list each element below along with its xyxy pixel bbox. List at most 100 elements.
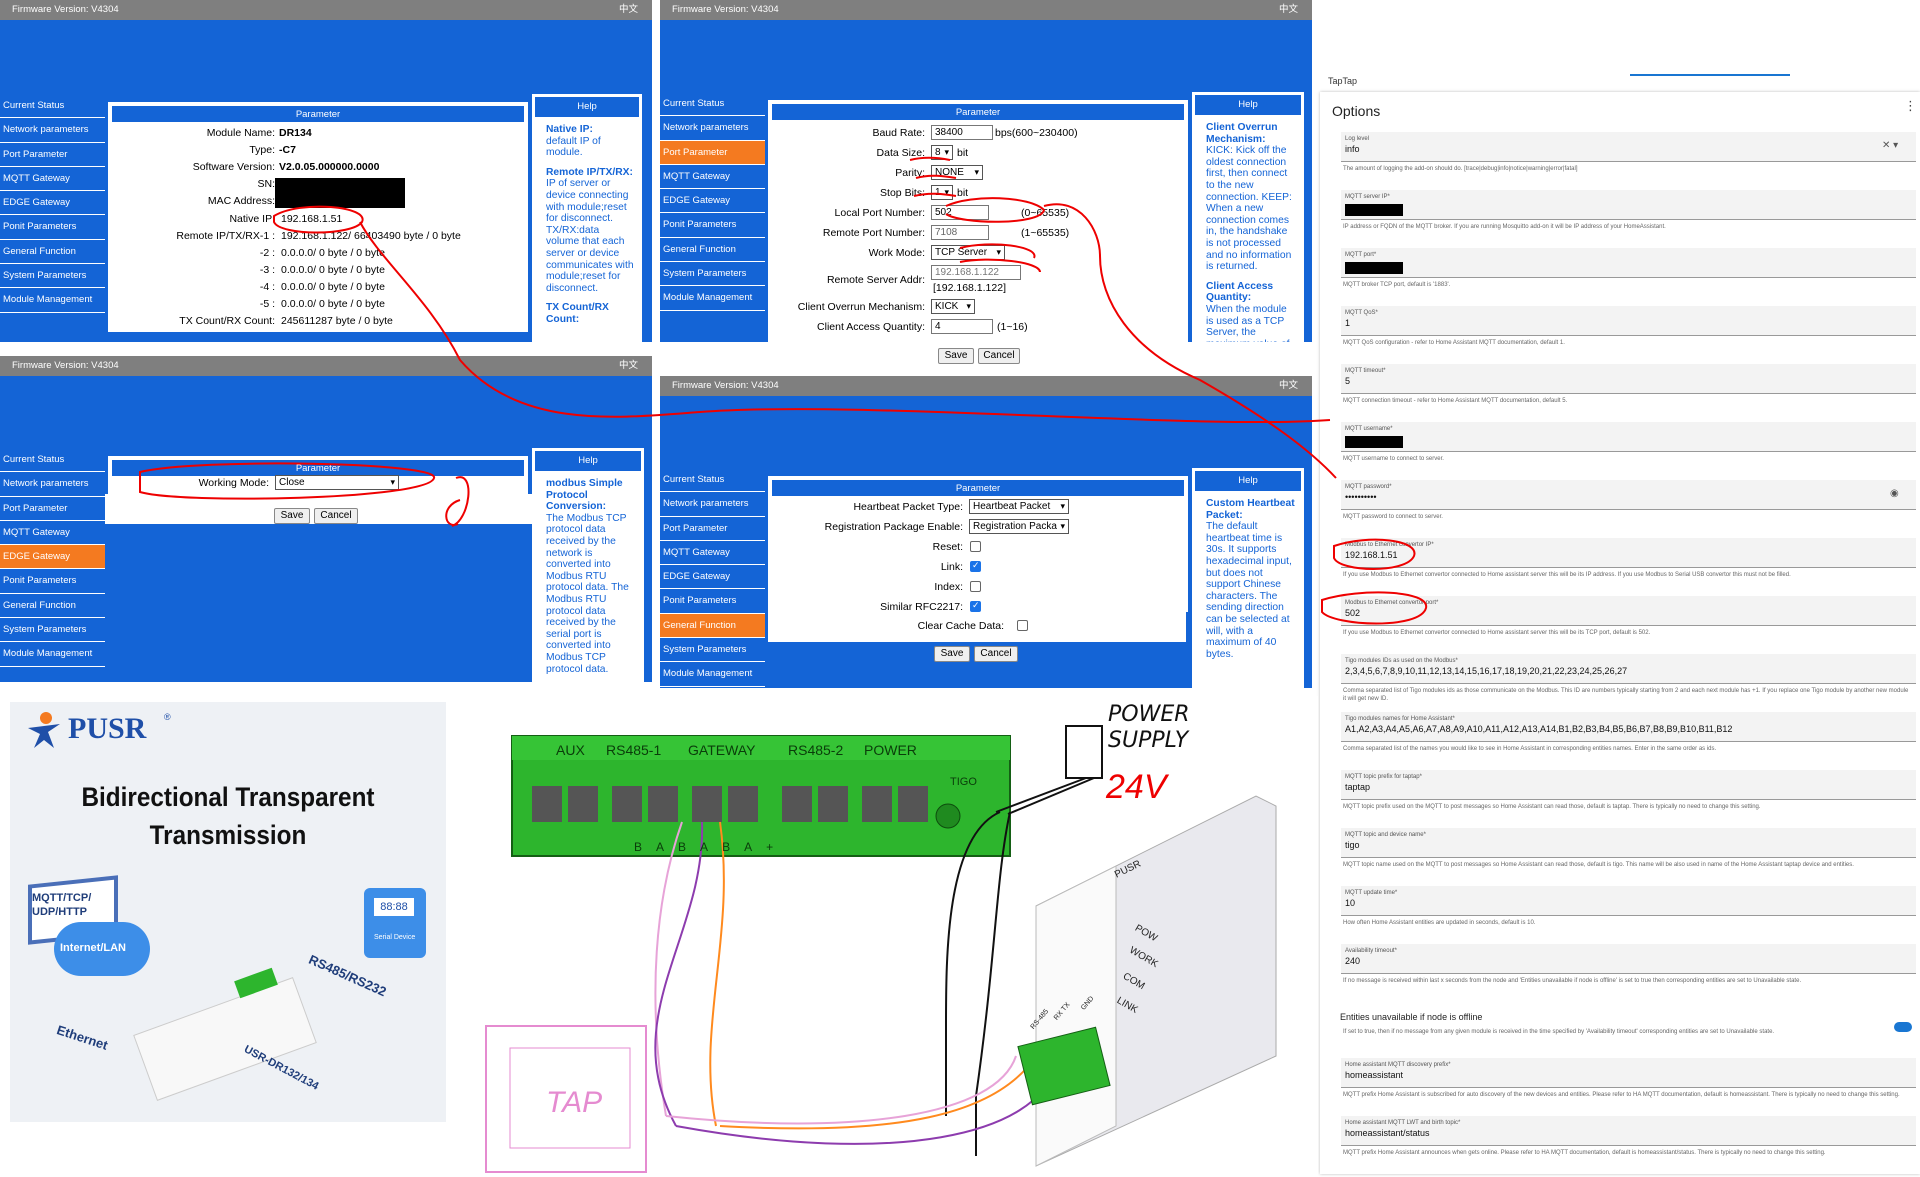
nav-module-management[interactable]: Module Management <box>660 662 765 687</box>
nav-network-parameters[interactable]: Network parameters <box>0 472 105 497</box>
option-field[interactable]: MQTT server IP* <box>1341 190 1916 220</box>
stop-bits-select[interactable]: 1 <box>931 185 953 200</box>
option-field-value: •••••••••• <box>1345 492 1377 502</box>
language-link[interactable]: 中文 <box>1278 380 1298 391</box>
nav-ponit-parameters[interactable]: Ponit Parameters <box>660 589 765 614</box>
nav-general-function[interactable]: General Function <box>0 593 105 619</box>
option-field[interactable]: MQTT port* <box>1341 248 1916 278</box>
nav-current-status[interactable]: Current Status <box>0 448 105 473</box>
reset-checkbox[interactable] <box>970 541 981 552</box>
option-field[interactable]: Tigo modules IDs as used on the Modbus*2… <box>1341 654 1916 684</box>
option-field[interactable]: Modbus to Ethernet convertor IP*192.168.… <box>1341 538 1916 568</box>
offline-toggle[interactable] <box>1894 1022 1912 1032</box>
index-checkbox[interactable] <box>970 581 981 592</box>
nav-edge-gateway[interactable]: EDGE Gateway <box>660 565 765 590</box>
edge-parameter-box: Parameter Working Mode: Close <box>108 456 528 494</box>
save-button[interactable]: Save <box>938 348 974 364</box>
nav-mqtt-gateway[interactable]: MQTT Gateway <box>660 540 765 566</box>
local-port-input[interactable]: 502 <box>931 205 989 220</box>
nav-general-function[interactable]: General Function <box>660 237 765 263</box>
nav-current-status[interactable]: Current Status <box>0 94 105 119</box>
nav-general-function[interactable]: General Function <box>660 613 765 639</box>
nav-edge-gateway[interactable]: EDGE Gateway <box>660 189 765 214</box>
clear-cache-checkbox[interactable] <box>1017 620 1028 631</box>
nav-edge-gateway[interactable]: EDGE Gateway <box>0 191 105 216</box>
nav-system-parameters[interactable]: System Parameters <box>0 264 105 289</box>
wiring-svg <box>485 725 1277 1173</box>
language-link[interactable]: 中文 <box>618 4 638 15</box>
nav-module-management[interactable]: Module Management <box>0 288 105 313</box>
cancel-button[interactable]: Cancel <box>314 508 358 524</box>
remote-port-input[interactable]: 7108 <box>931 225 989 240</box>
option-field[interactable]: MQTT topic prefix for taptap*taptap <box>1341 770 1916 800</box>
show-password-icon[interactable]: ◉ <box>1890 488 1899 499</box>
nav-module-management[interactable]: Module Management <box>660 286 765 311</box>
registration-enable-select[interactable]: Registration Packa <box>969 519 1069 534</box>
option-field[interactable]: Tigo modules names for Home Assistant*A1… <box>1341 712 1916 742</box>
nav-mqtt-gateway[interactable]: MQTT Gateway <box>660 164 765 190</box>
save-button[interactable]: Save <box>274 508 310 524</box>
nav-system-parameters[interactable]: System Parameters <box>660 638 765 663</box>
option-field[interactable]: Home assistant MQTT discovery prefix*hom… <box>1341 1058 1916 1088</box>
cloud-icon <box>54 922 150 976</box>
option-field[interactable]: Availability timeout*240 <box>1341 944 1916 974</box>
work-mode-select[interactable]: TCP Server <box>931 245 1005 260</box>
remote-addr-input[interactable]: 192.168.1.122 <box>931 265 1021 280</box>
nav-current-status[interactable]: Current Status <box>660 468 765 493</box>
nav-ponit-parameters[interactable]: Ponit Parameters <box>0 569 105 594</box>
nav-network-parameters[interactable]: Network parameters <box>660 492 765 517</box>
nav-general-function[interactable]: General Function <box>0 239 105 265</box>
option-help-text: MQTT QoS configuration - refer to Home A… <box>1343 340 1565 346</box>
option-field-label: MQTT password* <box>1345 484 1392 490</box>
nav-port-parameter[interactable]: Port Parameter <box>0 496 105 521</box>
nav-port-parameter[interactable]: Port Parameter <box>0 142 105 167</box>
remote-addr-resolved: [192.168.1.122] <box>933 282 1006 294</box>
link-checkbox[interactable] <box>970 560 981 572</box>
nav-ponit-parameters[interactable]: Ponit Parameters <box>660 213 765 238</box>
nav-mqtt-gateway[interactable]: MQTT Gateway <box>0 520 105 546</box>
toggle-help: If set to true, then if no message from … <box>1343 1029 1775 1035</box>
nav-system-parameters[interactable]: System Parameters <box>660 262 765 287</box>
nav-current-status[interactable]: Current Status <box>660 92 765 117</box>
access-quantity-input[interactable]: 4 <box>931 319 993 334</box>
nav-network-parameters[interactable]: Network parameters <box>660 116 765 141</box>
option-field[interactable]: MQTT update time*10 <box>1341 886 1916 916</box>
more-vert-icon[interactable]: ⋮ <box>1904 98 1917 113</box>
data-size-select[interactable]: 8 <box>931 145 953 160</box>
nav-network-parameters[interactable]: Network parameters <box>0 118 105 143</box>
nav-edge-gateway[interactable]: EDGE Gateway <box>0 545 105 570</box>
language-link[interactable]: 中文 <box>1278 4 1298 15</box>
option-help-text: MQTT prefix Home Assistant is subscribed… <box>1343 1092 1900 1098</box>
nav-system-parameters[interactable]: System Parameters <box>0 618 105 643</box>
option-field[interactable]: Home assistant MQTT LWT and birth topic*… <box>1341 1116 1916 1146</box>
nav-mqtt-gateway[interactable]: MQTT Gateway <box>0 166 105 192</box>
nav-ponit-parameters[interactable]: Ponit Parameters <box>0 215 105 240</box>
help-text: The default heartbeat time is 30s. It su… <box>1206 521 1292 660</box>
option-field-value: info <box>1345 144 1360 154</box>
baud-rate-input[interactable]: 38400 <box>931 125 993 140</box>
parity-select[interactable]: NONE <box>931 165 983 180</box>
option-field-label: Tigo modules names for Home Assistant* <box>1345 716 1455 722</box>
option-field[interactable]: MQTT password* •••••••••• <box>1341 480 1916 510</box>
overrun-select[interactable]: KICK <box>931 299 975 314</box>
rfc2217-checkbox[interactable] <box>970 600 981 612</box>
option-field[interactable]: MQTT username* <box>1341 422 1916 452</box>
option-field[interactable]: MQTT QoS*1 <box>1341 306 1916 336</box>
heartbeat-type-select[interactable]: Heartbeat Packet <box>969 499 1069 514</box>
nav-port-parameter[interactable]: Port Parameter <box>660 516 765 541</box>
cancel-button[interactable]: Cancel <box>978 348 1020 364</box>
option-field[interactable]: MQTT timeout*5 <box>1341 364 1916 394</box>
save-button[interactable]: Save <box>934 646 970 662</box>
option-field[interactable]: Modbus to Ethernet convertor port*502 <box>1341 596 1916 626</box>
language-link[interactable]: 中文 <box>618 360 638 371</box>
option-help-text: The amount of logging the add-on should … <box>1343 166 1578 172</box>
cancel-button[interactable]: Cancel <box>974 646 1018 662</box>
nav-port-parameter[interactable]: Port Parameter <box>660 140 765 165</box>
option-field[interactable]: MQTT topic and device name*tigo <box>1341 828 1916 858</box>
clear-icon[interactable]: ✕ ▾ <box>1882 140 1899 151</box>
working-mode-select[interactable]: Close <box>275 475 399 490</box>
access-quantity-hint: (1~16) <box>997 321 1028 333</box>
pusr-title-2: Transmission <box>149 820 307 850</box>
nav-module-management[interactable]: Module Management <box>0 642 105 667</box>
